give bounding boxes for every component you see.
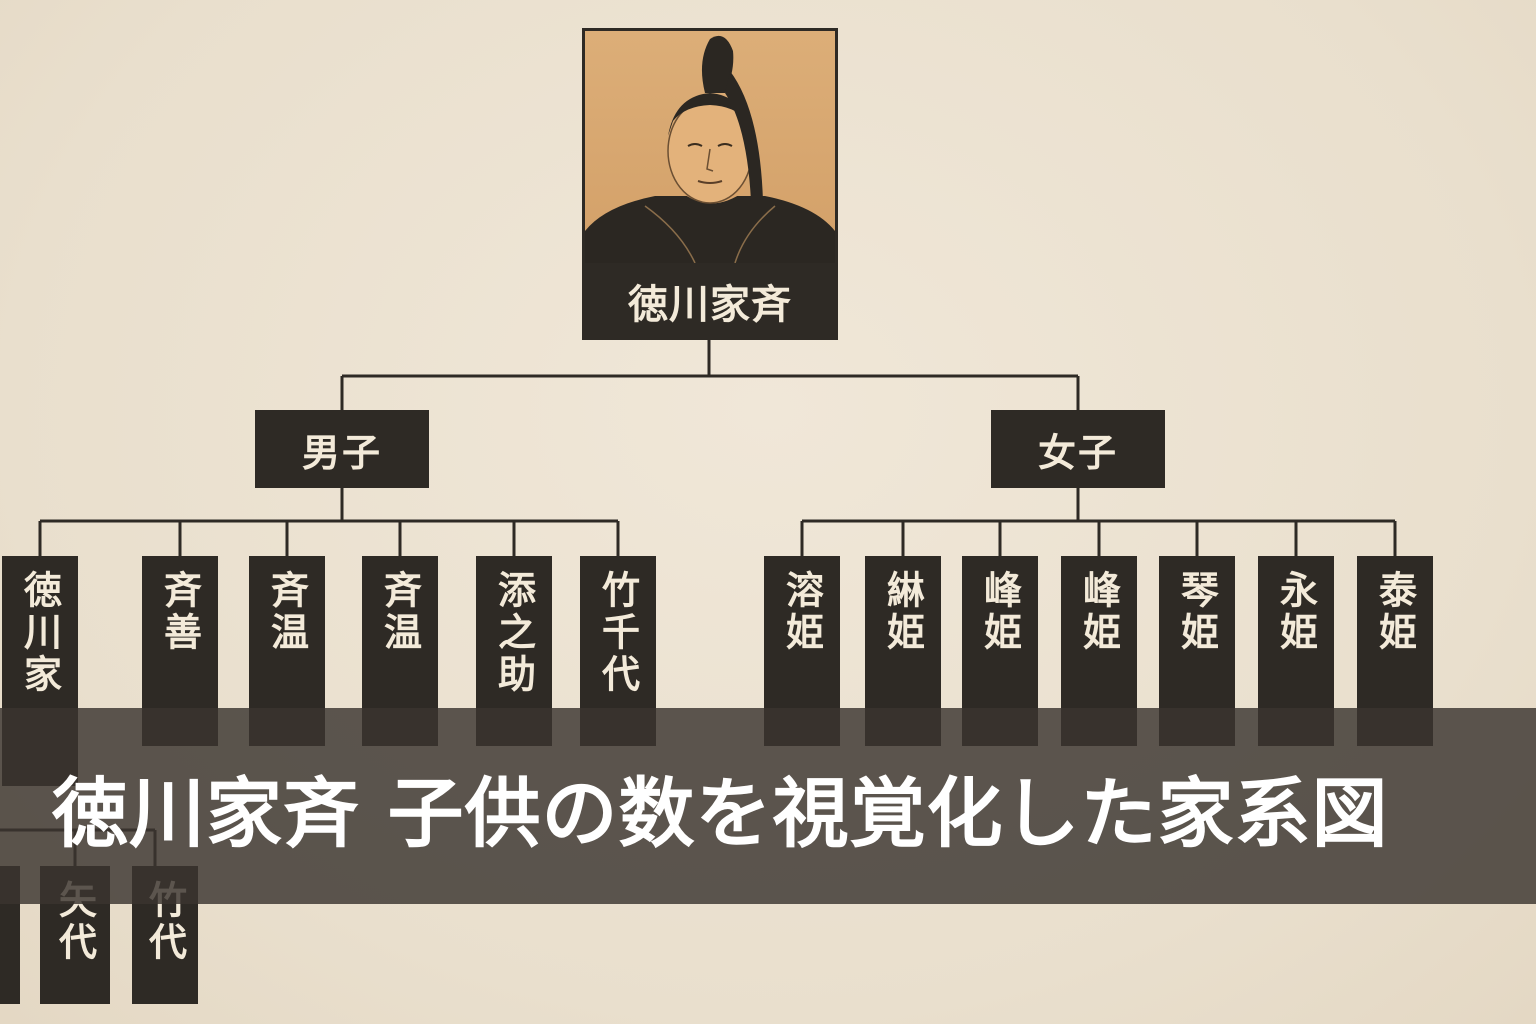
banner-title: 徳川家斉 子供の数を視覚化した家系図	[52, 769, 1389, 858]
root-node: 徳川家斉	[582, 28, 838, 340]
portrait-image	[585, 31, 835, 263]
samurai-portrait-icon	[585, 35, 835, 263]
root-name-label: 徳川家斉	[628, 282, 792, 328]
group-male: 男子	[255, 410, 429, 488]
group-female: 女子	[991, 410, 1165, 488]
title-banner	[0, 708, 1536, 904]
